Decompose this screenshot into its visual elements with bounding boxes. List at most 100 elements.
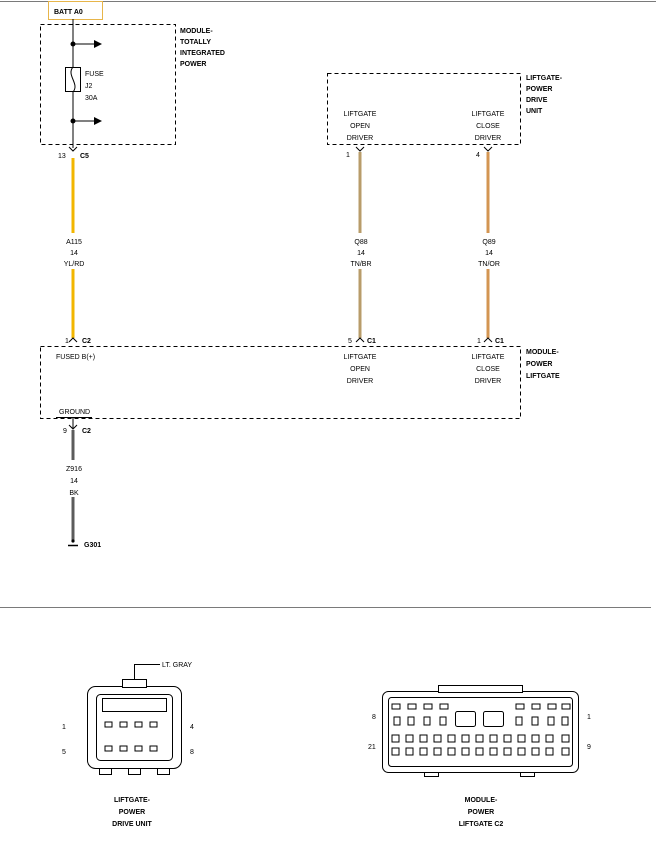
ground-label: G301 [84, 542, 101, 549]
connector-pdu: LT. GRAY 1 4 5 8 [62, 662, 194, 775]
batt-label-box [48, 1, 103, 20]
wire-q88-label: Q88 14 TN/BR [351, 239, 372, 268]
connector-pin-symbol [483, 337, 493, 343]
plm-module-box [40, 346, 521, 419]
plm-fused-conn: C2 [82, 338, 91, 345]
svg-text:14: 14 [70, 478, 78, 485]
svg-text:YL/RD: YL/RD [64, 261, 85, 268]
tipm-module-box [40, 24, 176, 145]
svg-text:CLOSE: CLOSE [476, 366, 500, 373]
svg-text:DRIVER: DRIVER [475, 135, 501, 142]
tipm-module-label: MODULE- TOTALLY INTEGRATED POWER [180, 28, 225, 68]
svg-text:MODULE-: MODULE- [180, 28, 213, 35]
batt-label: BATT A0 [54, 9, 83, 16]
connector-inner [388, 697, 573, 767]
key-tab [102, 698, 167, 712]
connector-pdu-caption: LIFTGATE- POWER DRIVE UNIT [112, 797, 152, 828]
pdu-open-pin: 1 [346, 152, 350, 159]
pin-number: 4 [190, 724, 194, 731]
pin-row-top [104, 721, 158, 728]
plm-open-conn: C1 [367, 338, 376, 345]
label-bg [345, 233, 377, 269]
svg-text:LIFTGATE: LIFTGATE [526, 373, 560, 380]
connector-plm-caption: MODULE- POWER LIFTGATE C2 [459, 797, 504, 828]
ground-point [71, 539, 75, 543]
arrow-right-icon [94, 117, 102, 125]
svg-text:TOTALLY: TOTALLY [180, 39, 211, 46]
pin-number: 1 [62, 724, 66, 731]
svg-text:DRIVER: DRIVER [347, 135, 373, 142]
svg-text:OPEN: OPEN [350, 123, 370, 130]
svg-text:LIFTGATE-: LIFTGATE- [526, 75, 563, 82]
key-cavity [455, 711, 476, 727]
plm-close-conn: C1 [495, 338, 504, 345]
svg-text:DRIVER: DRIVER [347, 378, 373, 385]
pin-number: 1 [587, 714, 591, 721]
plm-ground-conn: C2 [82, 428, 91, 435]
fuse-element [70, 66, 76, 93]
plm-close-driver-label: LIFTGATE CLOSE DRIVER [472, 354, 505, 385]
pin-number: 8 [372, 714, 376, 721]
fuse-label: FUSE J2 30A [85, 71, 104, 102]
foot-tab [157, 768, 170, 775]
pin-number: 21 [368, 744, 376, 751]
tipm-conn: C5 [80, 153, 89, 160]
svg-text:14: 14 [357, 250, 365, 257]
pdu-open-driver-label: LIFTGATE OPEN DRIVER [344, 111, 377, 142]
connector-plm-c2: 8 1 21 9 [368, 685, 591, 777]
svg-text:POWER: POWER [468, 809, 494, 816]
plm-fused-label: FUSED B(+) [56, 354, 95, 361]
pdu-close-driver-label: LIFTGATE CLOSE DRIVER [472, 111, 505, 142]
svg-text:Z916: Z916 [66, 466, 82, 473]
pin-row-top [391, 703, 571, 726]
svg-text:MODULE-: MODULE- [465, 797, 498, 804]
svg-text:LIFTGATE C2: LIFTGATE C2 [459, 821, 504, 828]
svg-text:MODULE-: MODULE- [526, 349, 559, 356]
pin-number: 8 [190, 749, 194, 756]
plm-fused-pin: 1 [65, 338, 69, 345]
svg-text:BK: BK [69, 490, 79, 497]
svg-text:DRIVER: DRIVER [475, 378, 501, 385]
svg-text:LIFTGATE: LIFTGATE [472, 111, 505, 118]
plm-module-label: MODULE- POWER LIFTGATE [526, 349, 560, 380]
pin-number: 9 [587, 744, 591, 751]
svg-text:TN/OR: TN/OR [478, 261, 500, 268]
connector-color-label: LT. GRAY [162, 662, 192, 669]
svg-text:CLOSE: CLOSE [476, 123, 500, 130]
connector-pin-symbol [355, 146, 365, 152]
svg-text:J2: J2 [85, 83, 93, 90]
wire-z916-label: Z916 14 BK [66, 466, 82, 497]
svg-text:POWER: POWER [526, 86, 552, 93]
plm-open-driver-label: LIFTGATE OPEN DRIVER [344, 354, 377, 385]
svg-text:LIFTGATE: LIFTGATE [344, 111, 377, 118]
svg-text:Q89: Q89 [482, 239, 495, 246]
foot-tab [99, 768, 112, 775]
svg-text:14: 14 [485, 250, 493, 257]
svg-text:14: 14 [70, 250, 78, 257]
svg-text:INTEGRATED: INTEGRATED [180, 50, 225, 57]
svg-text:UNIT: UNIT [526, 108, 543, 115]
foot-tab [424, 772, 439, 777]
svg-text:OPEN: OPEN [350, 366, 370, 373]
connector-inner [96, 694, 173, 761]
plm-ground-pin: 9 [63, 428, 67, 435]
foot-tab [520, 772, 535, 777]
tipm-pin: 13 [58, 153, 66, 160]
connector-pin-symbol [483, 146, 493, 152]
pin-row-bottom [391, 734, 570, 756]
svg-text:FUSE: FUSE [85, 71, 104, 78]
svg-text:Q88: Q88 [354, 239, 367, 246]
pdu-close-pin: 4 [476, 152, 480, 159]
svg-text:A115: A115 [66, 239, 82, 246]
pin-row-bottom [104, 745, 158, 752]
pdu-module-label: LIFTGATE- POWER DRIVE UNIT [526, 75, 563, 115]
label-bg [58, 233, 90, 269]
svg-text:POWER: POWER [526, 361, 552, 368]
svg-text:TN/BR: TN/BR [351, 261, 372, 268]
svg-text:LIFTGATE: LIFTGATE [472, 354, 505, 361]
svg-text:POWER: POWER [180, 61, 206, 68]
label-bg [473, 233, 505, 269]
plm-ground-label: GROUND [59, 409, 90, 416]
wire-a115-label: A115 14 YL/RD [64, 239, 85, 268]
